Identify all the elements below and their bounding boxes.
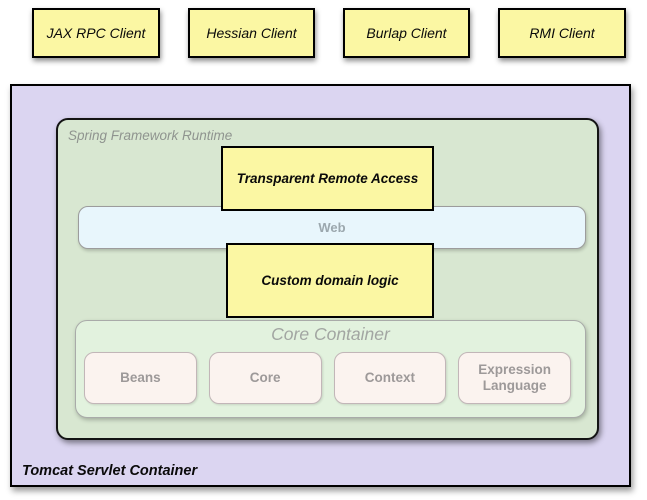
transparent-remote-access-box: Transparent Remote Access — [221, 146, 434, 211]
module-context: Context — [333, 352, 447, 404]
core-modules-row: Beans Core Context Expression Language — [84, 352, 571, 404]
transparent-remote-access-label: Transparent Remote Access — [236, 171, 419, 186]
module-label: Core — [249, 370, 281, 386]
module-label: Beans — [120, 370, 161, 386]
client-label: Hessian Client — [206, 25, 297, 41]
runtime-title: Spring Framework Runtime — [68, 128, 233, 143]
client-box-hessian: Hessian Client — [188, 8, 315, 58]
module-beans: Beans — [84, 352, 197, 404]
web-label: Web — [318, 220, 346, 235]
module-label: Expression Language — [478, 362, 552, 393]
client-box-rmi: RMI Client — [498, 8, 626, 58]
core-container-title: Core Container — [271, 324, 390, 344]
module-label: Context — [364, 370, 415, 386]
client-label: RMI Client — [529, 25, 595, 41]
custom-domain-logic-label: Custom domain logic — [261, 273, 399, 288]
client-label: JAX RPC Client — [46, 25, 146, 41]
module-expression-language: Expression Language — [458, 352, 571, 404]
core-container-box: Core Container Beans Core Context Expres… — [75, 320, 586, 418]
spring-framework-runtime-box: Spring Framework Runtime Web Transparent… — [56, 118, 599, 440]
client-box-burlap: Burlap Client — [343, 8, 470, 58]
tomcat-servlet-container-box: Spring Framework Runtime Web Transparent… — [10, 84, 631, 487]
client-box-jax-rpc: JAX RPC Client — [32, 8, 160, 58]
client-label: Burlap Client — [366, 25, 447, 41]
module-core: Core — [208, 352, 322, 404]
custom-domain-logic-box: Custom domain logic — [226, 243, 434, 318]
tomcat-title: Tomcat Servlet Container — [22, 463, 198, 479]
